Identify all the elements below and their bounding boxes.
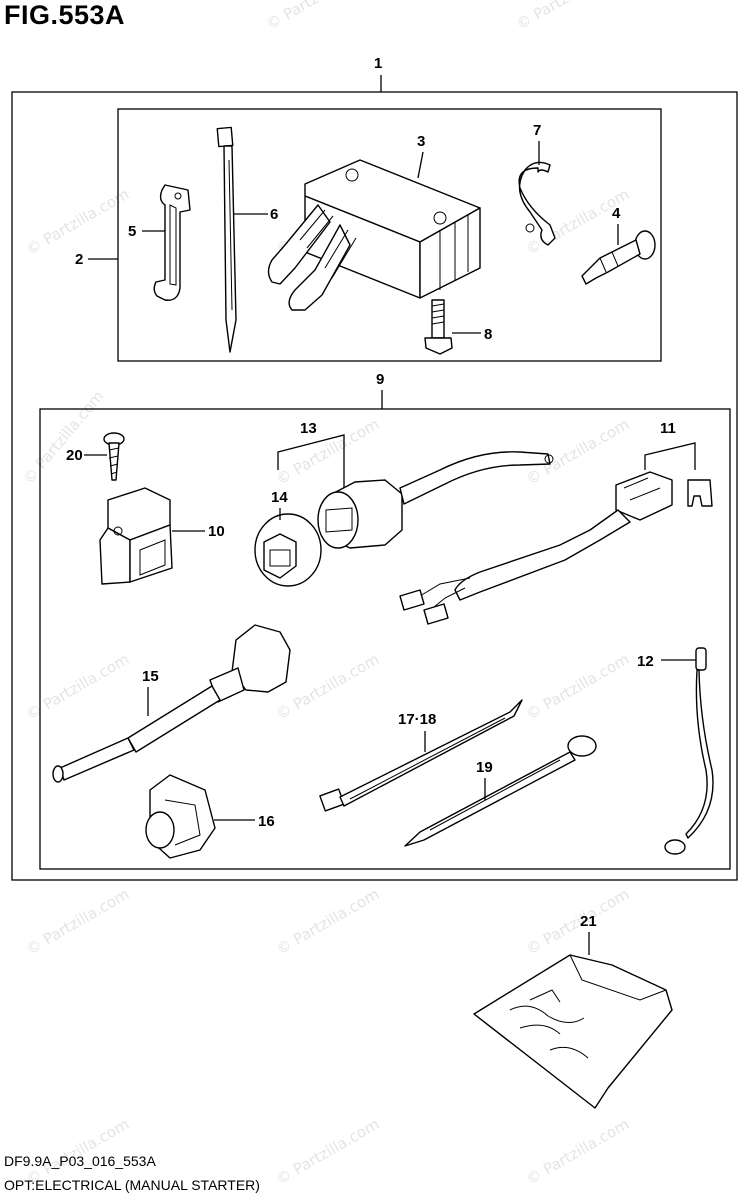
callout-3: 3 [417, 133, 425, 150]
watermark: © Partzilla.com [513, 0, 622, 33]
part-11-fuse-holder [399, 471, 713, 625]
part-8-bolt [424, 299, 453, 355]
watermark: © Partzilla.com [263, 0, 372, 33]
callout-19: 19 [476, 759, 493, 776]
callout-4: 4 [612, 205, 621, 222]
callout-14: 14 [271, 489, 288, 506]
part-12-ground-wire [664, 647, 714, 855]
callout-5: 5 [128, 223, 136, 240]
watermark: © Partzilla.com [523, 885, 632, 958]
callout-15: 15 [142, 668, 159, 685]
callout-1: 1 [374, 55, 382, 72]
callout-7: 7 [533, 122, 541, 139]
upper-kit-frame [117, 108, 662, 362]
watermark: © Partzilla.com [23, 885, 132, 958]
figure-code: DF9.9A_P03_016_553A [4, 1153, 156, 1169]
part-5-clamp [153, 184, 191, 301]
part-4-pin [581, 230, 656, 285]
watermark: © Partzilla.com [23, 185, 132, 258]
part-17-18-cable-tie [319, 699, 523, 812]
callout-20: 20 [66, 447, 83, 464]
callout-13: 13 [300, 420, 317, 437]
watermark: © Partzilla.com [523, 650, 632, 723]
watermark: © Partzilla.com [523, 1115, 632, 1188]
part-10-holder [99, 487, 173, 585]
callout-9: 9 [376, 371, 384, 388]
callout-8: 8 [484, 326, 492, 343]
part-19-cable-tie [404, 735, 597, 847]
watermark: © Partzilla.com [523, 415, 632, 488]
part-15-extension-cord [52, 624, 291, 783]
callout-16: 16 [258, 813, 275, 830]
watermark: © Partzilla.com [273, 1115, 382, 1188]
part-7-clip [518, 161, 556, 246]
watermark: © Partzilla.com [19, 387, 107, 487]
part-20-screw [103, 432, 125, 481]
part-3-regulator [267, 159, 481, 311]
callout-21: 21 [580, 913, 597, 930]
callout-17-18: 17·18 [398, 711, 436, 728]
callout-12: 12 [637, 653, 654, 670]
figure-description: OPT:ELECTRICAL (MANUAL STARTER) [4, 1177, 260, 1193]
watermark: © Partzilla.com [273, 885, 382, 958]
callout-2: 2 [75, 251, 83, 268]
callout-10: 10 [208, 523, 225, 540]
part-14-connector-cap [254, 513, 322, 587]
part-16-grommet [145, 774, 216, 859]
figure-title: FIG.553A [4, 0, 126, 30]
callout-6: 6 [270, 206, 278, 223]
part-13-connector [317, 451, 554, 549]
outer-frame [11, 91, 738, 881]
lower-kit-frame [39, 408, 731, 870]
callout-11: 11 [660, 420, 676, 437]
watermark: © Partzilla.com [273, 650, 382, 723]
part-6-cable-tie [216, 126, 237, 353]
watermark: © Partzilla.com [273, 415, 382, 488]
part-21-parts-bag [473, 954, 673, 1109]
